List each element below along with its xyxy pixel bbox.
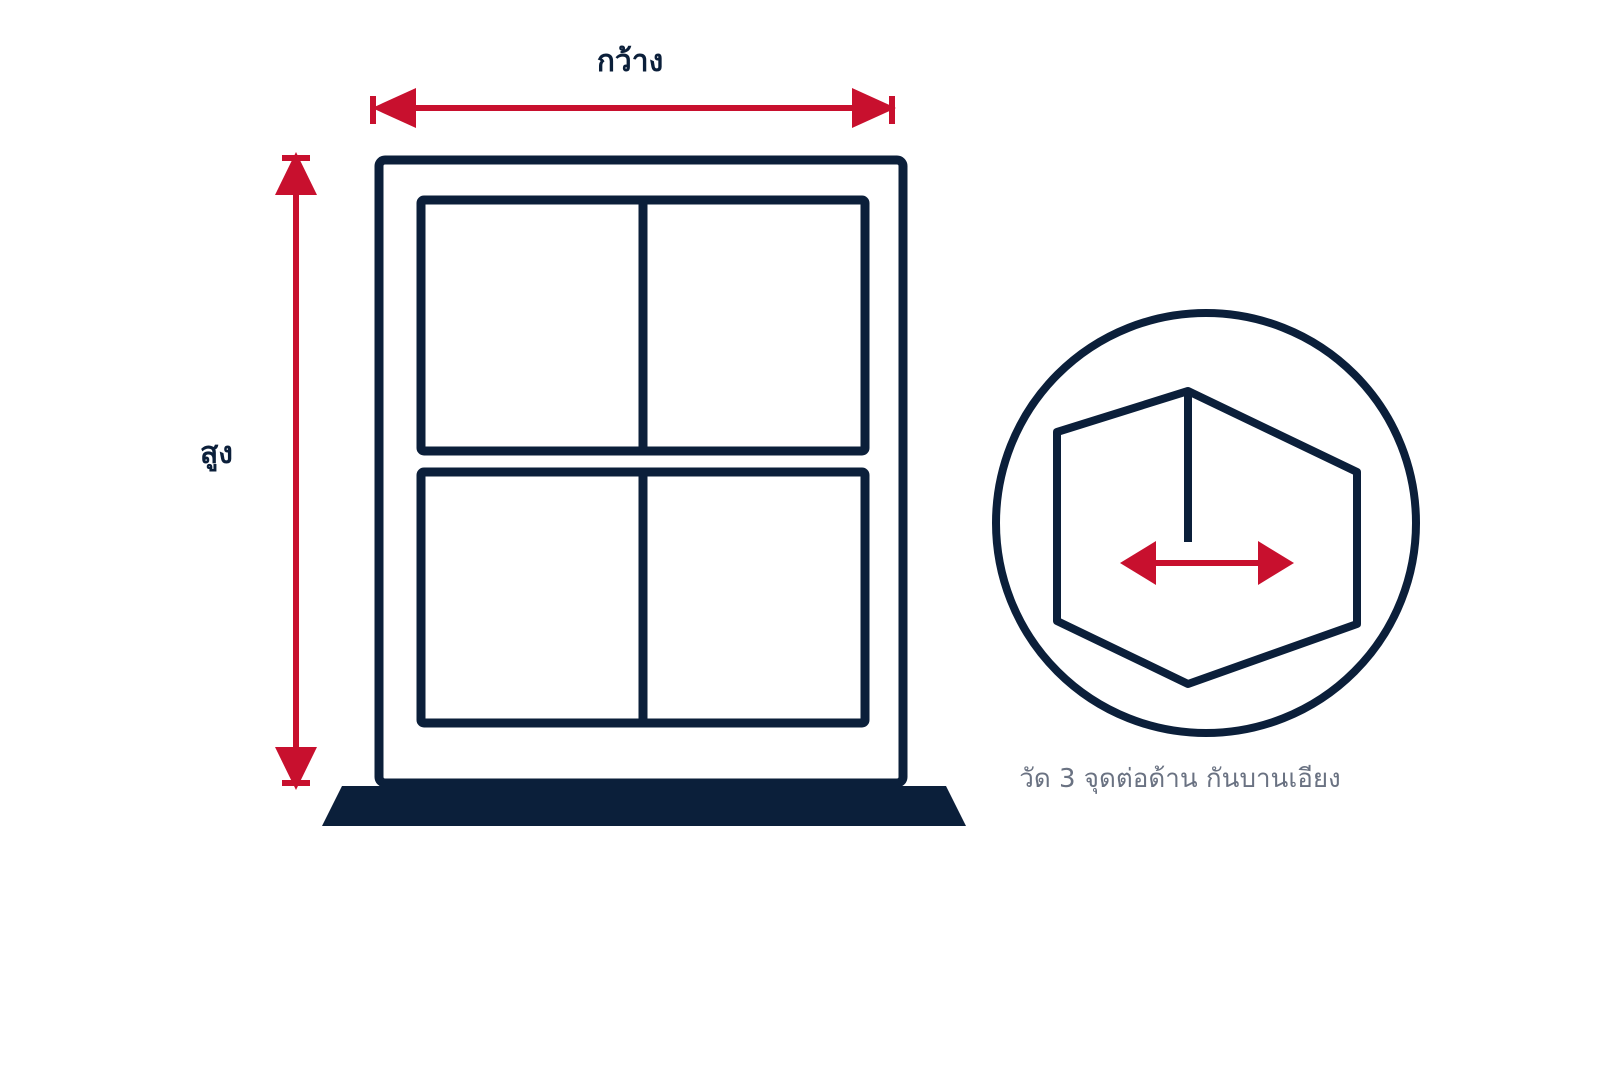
- width-arrowhead-left: [372, 88, 416, 128]
- width-arrowhead-right: [852, 88, 896, 128]
- measurement-note: วัด 3 จุดต่อด้าน กันบานเอียง: [1019, 764, 1341, 794]
- height-label: สูง: [200, 436, 233, 471]
- detail-callout: [992, 309, 1420, 737]
- detail-arrowhead-right: [1258, 541, 1294, 585]
- window-sill: [322, 786, 966, 826]
- window-illustration: [374, 155, 908, 788]
- detail-arrowhead-left: [1120, 541, 1156, 585]
- width-arrow: [370, 88, 896, 128]
- height-arrowhead-bottom: [275, 747, 317, 790]
- width-label: กว้าง: [596, 44, 664, 79]
- detail-circle: [992, 309, 1420, 737]
- height-arrow: [275, 152, 317, 790]
- window-outer-frame: [374, 155, 908, 788]
- height-arrowhead-top: [275, 152, 317, 195]
- detail-hexagon-icon: [1053, 387, 1361, 688]
- detail-measure-arrow: [1120, 541, 1294, 585]
